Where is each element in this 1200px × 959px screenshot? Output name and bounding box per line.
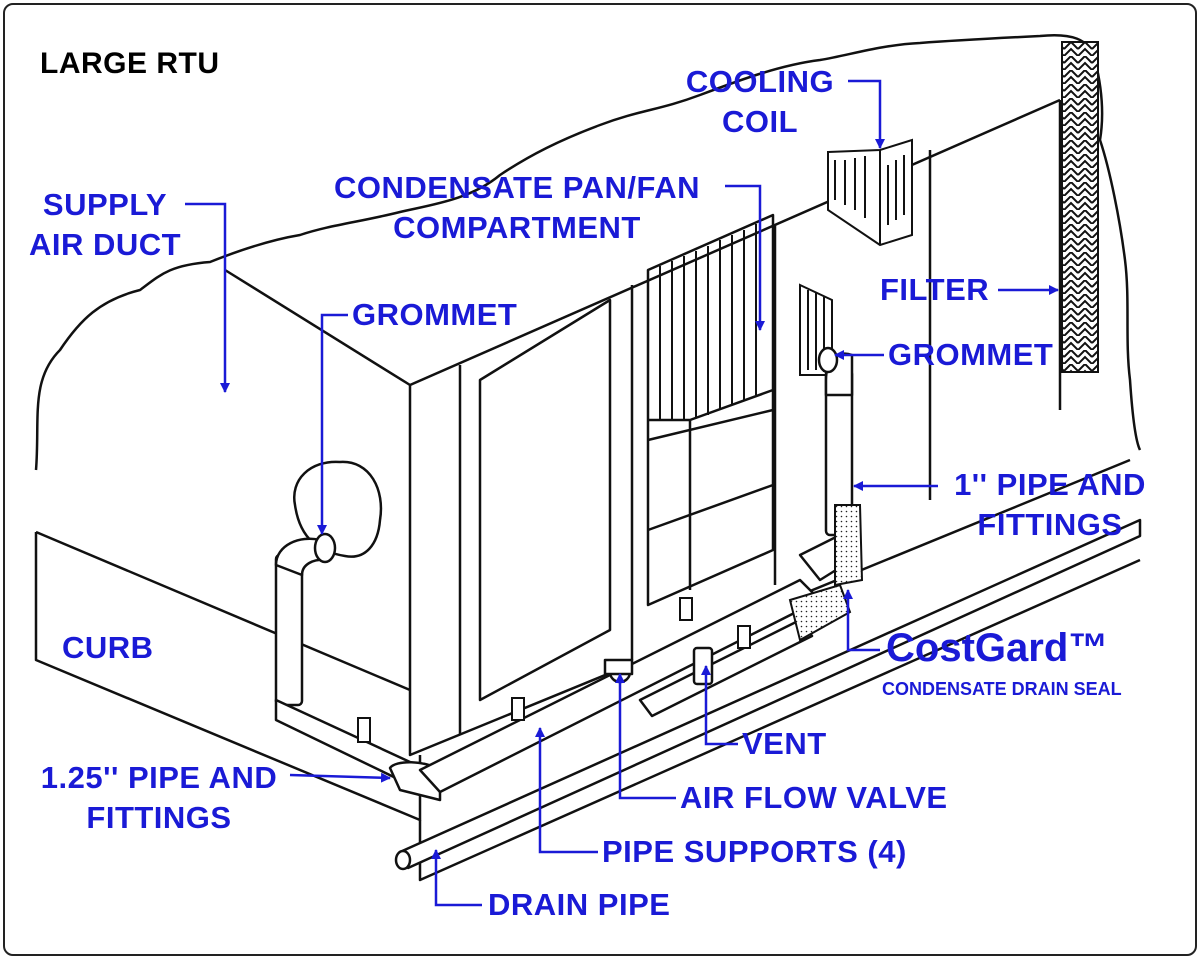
pipe-support-brackets [357,597,751,743]
label-grommet-left: GROMMET [352,297,518,332]
label-pipe-125-line1: 1.25'' PIPE AND [40,760,278,795]
label-drain-pipe: DRAIN PIPE [488,887,671,922]
label-filter: FILTER [880,272,990,307]
label-supply-air-duct-line2: AIR DUCT [28,227,182,262]
brand-name: CostGard™ [886,626,1109,670]
leader-lines [185,79,1059,907]
diagram-title: LARGE RTU [40,47,220,80]
label-pipe-1in-line1: 1'' PIPE AND [954,467,1146,502]
label-pipe-1in: 1'' PIPE AND FITTINGS [940,465,1160,545]
brand-subtitle: CONDENSATE DRAIN SEAL [882,679,1122,699]
label-condensate-pan-line2: COMPARTMENT [393,210,641,245]
label-pipe-125: 1.25'' PIPE AND FITTINGS [24,758,294,838]
label-pipe-125-line2: FITTINGS [86,800,232,835]
diagram-border [3,3,1197,956]
label-vent: VENT [742,726,827,761]
label-supply-air-duct: SUPPLY AIR DUCT [20,185,190,265]
label-curb: CURB [62,630,154,665]
label-pipe-1in-line2: FITTINGS [977,507,1123,542]
label-supply-air-duct-line1: SUPPLY [42,187,168,222]
label-cooling-coil-line2: COIL [721,104,799,139]
supply-duct-outline [34,34,1142,471]
cooling-coil-graphic [827,138,913,247]
label-grommet-right: GROMMET [888,337,1054,372]
label-cooling-coil: COOLING COIL [676,62,844,142]
label-pipe-supports: PIPE SUPPORTS (4) [602,834,907,869]
seal-graphic [788,504,864,642]
label-condensate-pan: CONDENSATE PAN/FAN COMPARTMENT [312,168,722,248]
fan-slats [659,224,757,420]
label-cooling-coil-line1: COOLING [685,64,835,99]
label-air-flow-valve: AIR FLOW VALVE [680,780,948,815]
label-condensate-pan-line1: CONDENSATE PAN/FAN [333,170,701,205]
filter-graphic [1061,41,1099,373]
rtu-cabinet [34,98,1141,882]
